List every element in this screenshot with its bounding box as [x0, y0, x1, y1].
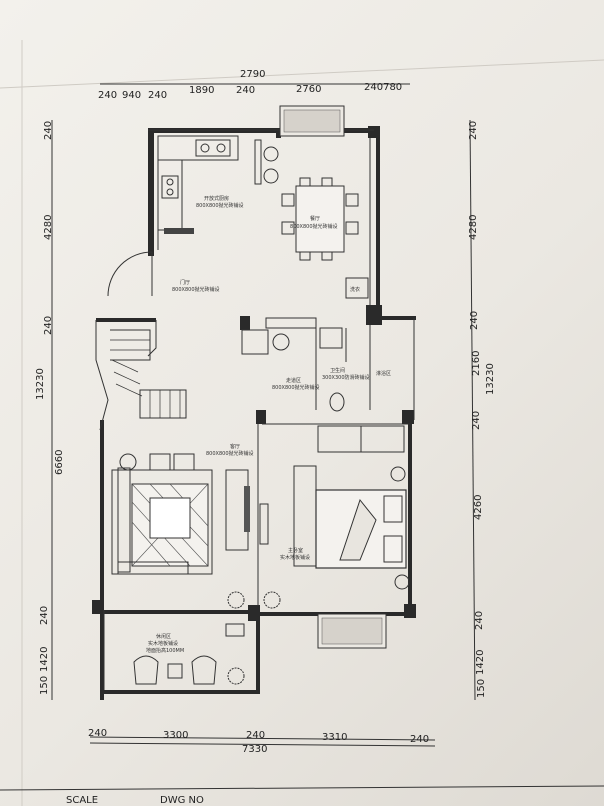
right-dim-1: 240 [468, 121, 479, 140]
label-bath-1: 卫生间 [330, 367, 345, 374]
top-dim-4: 1890 [189, 85, 214, 96]
label-balcony-2: 实木地板铺设 [148, 640, 178, 647]
top-dim-1: 240 [98, 90, 117, 101]
top-dim-6: 2760 [296, 84, 321, 95]
washer-box [345, 277, 369, 299]
label-balcony-1: 休闲区 [156, 633, 171, 640]
bottom-dimensions: 240 3300 240 3310 240 7330 [88, 728, 436, 755]
label-living-1: 客厅 [230, 443, 240, 450]
staircase [110, 329, 187, 419]
label-foyer-2: 800X800抛光砖铺设 [172, 286, 220, 293]
right-dim-4: 2160 [471, 351, 482, 376]
top-dim-7: 240780 [364, 82, 402, 93]
wardrobe [317, 425, 405, 453]
wall-outlines [95, 129, 415, 690]
left-dim-2: 4280 [43, 215, 54, 240]
fold-line [0, 59, 604, 89]
window-top [279, 105, 345, 137]
balcony-chairs [133, 655, 217, 685]
window-bottom [317, 613, 387, 649]
left-dim-5: 6660 [54, 450, 65, 475]
bottom-dim-3: 240 [246, 730, 265, 741]
label-master-2: 实木地板铺设 [280, 554, 310, 561]
label-washer: 洗衣 [350, 286, 360, 293]
right-dim-7: 4260 [473, 495, 484, 520]
label-kitchen-1: 开放式厨房 [204, 195, 229, 202]
bottom-dim-4: 3310 [322, 732, 347, 743]
dwg-label: DWG NO [160, 795, 204, 806]
dining-table [281, 177, 359, 261]
bottom-dim-1: 240 [88, 728, 107, 739]
entry-door [107, 251, 153, 297]
left-dim-3: 240 [43, 316, 54, 335]
living-sofa [111, 453, 269, 575]
left-dim-7: 1420 [39, 647, 50, 672]
left-dim-8: 150 [39, 676, 50, 695]
kitchen-counter [157, 135, 239, 234]
right-dim-5: 13230 [485, 363, 496, 395]
right-dim-9: 1420 [475, 650, 486, 675]
left-dim-1: 240 [43, 121, 54, 140]
right-dim-2: 4280 [468, 215, 479, 240]
label-foyer-1: 门厅 [180, 279, 190, 286]
left-dim-4: 13230 [35, 368, 46, 400]
basin-icon [319, 327, 343, 349]
right-dim-3: 240 [469, 311, 480, 330]
top-dim-2: 940 [122, 90, 141, 101]
left-dimensions: 240 4280 240 13230 6660 240 1420 150 [35, 120, 65, 700]
bathroom-fixtures [319, 327, 347, 412]
title-block: SCALE DWG NO [0, 785, 604, 806]
label-balcony-3: 地面抬高100MM [146, 647, 184, 654]
right-dim-8: 240 [474, 611, 485, 630]
room-labels: 开放式厨房 800X800抛光砖铺设 餐厅 800X800抛光砖铺设 门厅 80… [146, 195, 391, 654]
top-dim-cut: 2790 [240, 69, 265, 80]
bed [293, 465, 410, 590]
bottom-dim-2: 3300 [163, 730, 188, 741]
label-kitchen-2: 800X800抛光砖铺设 [196, 202, 244, 209]
label-corridor-1: 走道区 [286, 377, 301, 384]
label-dining-1: 餐厅 [310, 215, 320, 222]
top-dim-5: 240 [236, 85, 255, 96]
stove-icon [161, 175, 179, 199]
right-dim-10: 150 [476, 679, 487, 698]
right-dim-6: 240 [471, 411, 482, 430]
label-living-2: 800X800抛光砖铺设 [206, 450, 254, 457]
plants [225, 591, 281, 685]
label-dining-2: 800X800抛光砖铺设 [290, 223, 338, 230]
corridor-cabinet [241, 317, 317, 355]
bottom-dim-total: 7330 [242, 744, 267, 755]
round-table-icon [272, 333, 290, 351]
right-dimensions: 240 4280 240 2160 13230 240 4260 240 142… [468, 119, 496, 701]
label-shower: 淋浴区 [376, 370, 391, 377]
label-corridor-2: 800X800抛光砖铺设 [272, 384, 320, 391]
label-master-1: 主卧室 [288, 547, 303, 554]
label-bath-2: 300X300防滑砖铺设 [322, 374, 370, 381]
sink-icon [195, 139, 231, 157]
top-dim-3: 240 [148, 90, 167, 101]
scale-label: SCALE [66, 795, 98, 806]
bottom-dim-5: 240 [410, 734, 429, 745]
top-dimensions: 2790 240 940 240 1890 240 2760 240780 [98, 69, 410, 101]
left-dim-6: 240 [39, 606, 50, 625]
toilet-icon [329, 392, 345, 412]
bar-stools [254, 139, 279, 185]
